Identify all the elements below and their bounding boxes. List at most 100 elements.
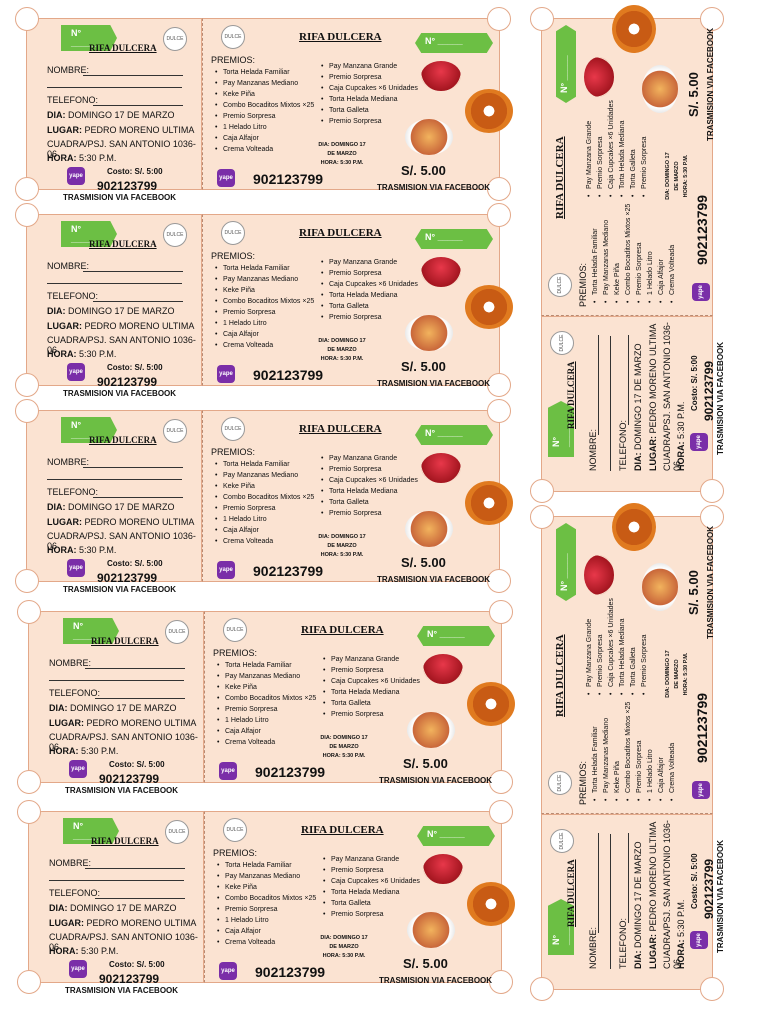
cake-image <box>421 61 461 91</box>
premio-item: Torta Galleta <box>628 598 639 699</box>
premio-item: Combo Bocaditos Mixtos ×25 <box>211 296 314 307</box>
hora-row: HORA: 5:30 P.M. <box>676 402 686 471</box>
main-transmision: TRASMISION VIA FACEBOOK <box>706 525 715 639</box>
premio-item: Premio Sorpresa <box>211 111 314 122</box>
dia-value: DOMINGO 17 DE MARZO <box>70 703 177 713</box>
stub-title: RIFA DULCERA <box>566 361 576 429</box>
logo-icon: DULCE <box>163 27 187 51</box>
dia-row: DIA: DOMINGO 17 DE MARZO <box>47 502 175 512</box>
flan-image <box>467 682 515 726</box>
premios-list-1: Torta Helada FamiliarPay Manzanas Median… <box>590 204 678 307</box>
dia-row: DIA: DOMINGO 17 DE MARZO <box>49 703 177 713</box>
telefono-line <box>628 335 629 425</box>
premios-list-2: Pay Manzana GrandePremio SorpresaCaja Cu… <box>317 61 418 127</box>
premio-item: Combo Bocaditos Mixtos ×25 <box>211 100 314 111</box>
telefono-label: TELEFONO: <box>618 419 628 471</box>
price: S/. 5.00 <box>401 163 446 178</box>
dia-small-3: HORA: 5:30 P.M. <box>320 356 364 362</box>
dia-label: DIA: <box>49 703 68 713</box>
stub-title: RIFA DULCERA <box>89 43 157 53</box>
yape-icon: yape <box>217 365 235 383</box>
notch <box>487 399 511 423</box>
yape-icon: yape <box>69 760 87 778</box>
cake-image <box>421 453 461 483</box>
premio-item: Keke Piña <box>211 285 314 296</box>
stub-phone: 902123799 <box>702 858 716 919</box>
costo-text: Costo: S/. 5:00 <box>109 760 165 769</box>
nombre-line-2 <box>47 283 182 284</box>
premio-item: Torta Helada Mediana <box>617 100 628 201</box>
nombre-line <box>85 668 185 669</box>
premio-item: Pay Manzanas Mediano <box>211 470 314 481</box>
premio-item: Premio Sorpresa <box>317 72 418 83</box>
premios-title: PREMIOS: <box>213 648 258 658</box>
hora-label: HORA: <box>49 946 79 956</box>
nombre-line-2 <box>610 336 611 471</box>
dia-small: DIA: DOMINGO 17 DE MARZO HORA: 5:30 P.M. <box>664 149 691 203</box>
telefono-label: TELEFONO: <box>49 888 101 898</box>
premio-item: Torta Helada Mediana <box>319 687 420 698</box>
hora-value: 5:30 P.M. <box>81 746 119 756</box>
hora-row: HORA: 5:30 P.M. <box>676 900 686 969</box>
logo-icon: DULCE <box>548 771 572 795</box>
dia-value: DOMINGO 17 DE MARZO <box>70 903 177 913</box>
logo-icon: DULCE <box>163 223 187 247</box>
premio-item: Caja Cupcakes ×6 Unidades <box>319 876 420 887</box>
pie-image <box>642 563 678 611</box>
premio-item: Pay Manzanas Mediano <box>211 78 314 89</box>
raffle-ticket: N° _____ DULCE RIFA DULCERA NOMBRE: TELE… <box>17 600 515 795</box>
premios-title: PREMIOS: <box>211 251 256 261</box>
nombre-line <box>598 335 599 435</box>
telefono-line <box>93 301 183 302</box>
premio-item: Pay Manzanas Mediano <box>213 671 316 682</box>
lugar-value: PEDRO MORENO ULTIMA <box>84 125 195 135</box>
nombre-line <box>83 75 183 76</box>
premio-item: 1 Helado Litro <box>645 204 656 307</box>
dia-small-3: HORA: 5:30 P.M. <box>322 753 366 759</box>
ticket-main: DULCE RIFA DULCERA N° _____ PREMIOS: Tor… <box>204 600 515 794</box>
nombre-line <box>83 271 183 272</box>
telefono-line <box>95 698 185 699</box>
premio-item: Caja Cupcakes ×6 Unidades <box>606 100 617 201</box>
ticket-main: DULCE RIFA DULCERA N° _____ PREMIOS: Tor… <box>202 399 513 593</box>
premio-item: Premio Sorpresa <box>317 116 418 127</box>
dia-small-1: DIA: DOMINGO 17 <box>320 935 368 941</box>
pie-image <box>642 65 678 113</box>
premios-list-1: Torta Helada FamiliarPay Manzanas Median… <box>213 860 316 948</box>
notch <box>487 569 511 593</box>
yape-icon: yape <box>219 762 237 780</box>
main-transmision: TRASMISION VIA FACEBOOK <box>377 183 491 192</box>
telefono-label: TELEFONO: <box>47 487 99 497</box>
premios-title: PREMIOS: <box>211 447 256 457</box>
dia-small-3: HORA: 5:30 P.M. <box>320 160 364 166</box>
nombre-line-2 <box>47 479 182 480</box>
lugar-value: PEDRO MORENO ULTIMA <box>86 918 197 928</box>
premio-item: Torta Galleta <box>317 301 418 312</box>
yape-icon: yape <box>692 283 710 301</box>
ticket-number-tag: N° _____ <box>63 818 119 844</box>
dia-small-2: DE MARZO <box>674 161 680 191</box>
premio-item: Combo Bocaditos Mixtos ×25 <box>623 204 634 307</box>
premio-item: Keke Piña <box>612 702 623 805</box>
lugar-row: LUGAR: PEDRO MORENO ULTIMA <box>47 125 194 135</box>
logo-icon: DULCE <box>223 618 247 642</box>
lugar-value-2: CUADRA/PSJ. SAN ANTONIO 1036-06 <box>49 732 198 752</box>
notch <box>487 373 511 397</box>
telefono-label: TELEFONO: <box>47 291 99 301</box>
stub-title: RIFA DULCERA <box>566 859 576 927</box>
nombre-line-2 <box>47 87 182 88</box>
stub-phone: 902123799 <box>97 375 158 389</box>
notch <box>530 479 554 503</box>
hora-row: HORA: 5:30 P.M. <box>49 946 118 956</box>
dia-label: DIA: <box>47 110 66 120</box>
lugar-row: LUGAR: PEDRO MORENO ULTIMA <box>49 918 196 928</box>
logo-icon: DULCE <box>221 221 245 245</box>
premio-item: Pay Manzana Grande <box>584 100 595 201</box>
dia-row: DIA: DOMINGO 17 DE MARZO <box>47 306 175 316</box>
premio-item: Caja Alfajor <box>211 329 314 340</box>
main-phone: 902123799 <box>255 964 326 980</box>
cake-image <box>584 57 614 97</box>
cake-image <box>584 555 614 595</box>
cake-image <box>423 654 463 684</box>
nombre-line-2 <box>49 680 184 681</box>
